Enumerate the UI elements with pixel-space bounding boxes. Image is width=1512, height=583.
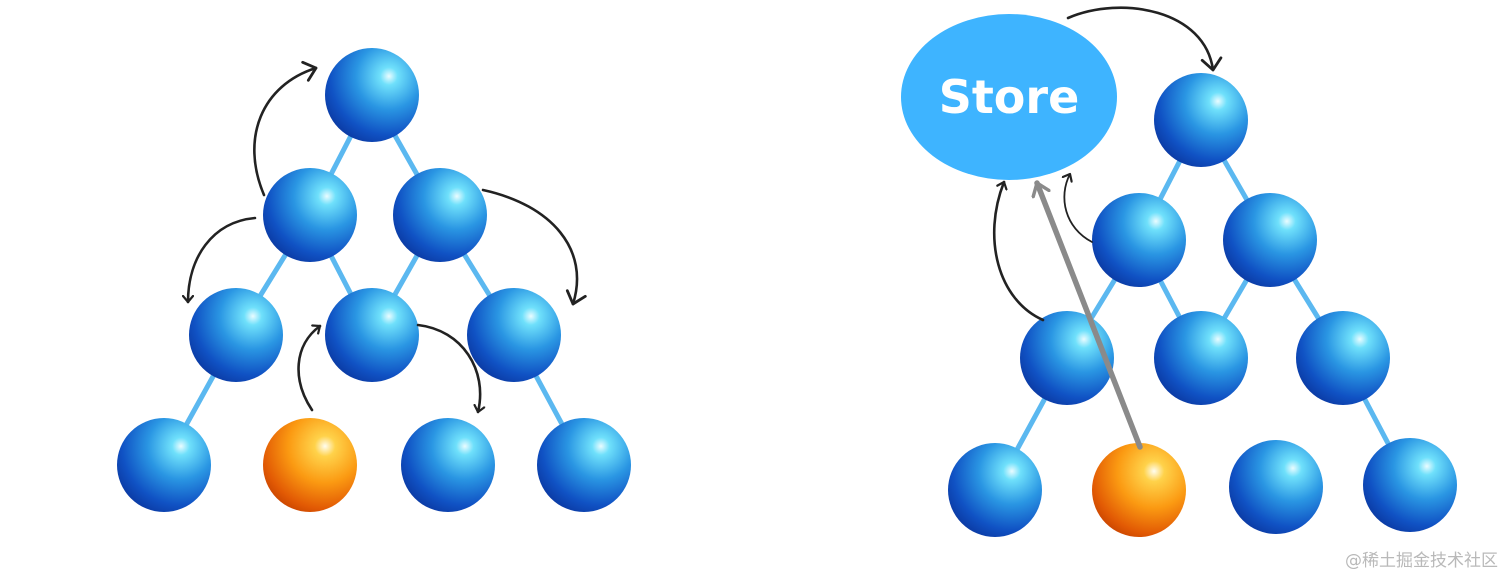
right-tree-arrows bbox=[992, 6, 1223, 450]
tree-node bbox=[401, 418, 495, 512]
tree-node bbox=[1154, 73, 1248, 167]
prop-arrow-up bbox=[297, 326, 322, 412]
right-tree-nodes bbox=[948, 73, 1457, 537]
tree-node bbox=[948, 443, 1042, 537]
tree-node bbox=[325, 288, 419, 382]
watermark: @稀土掘金技术社区 bbox=[1345, 551, 1498, 571]
tree-node bbox=[117, 418, 211, 512]
tree-node bbox=[1296, 311, 1390, 405]
tree-node bbox=[263, 168, 357, 262]
store-notify-arrow bbox=[1066, 6, 1223, 72]
tree-node bbox=[325, 48, 419, 142]
store-update-arrow bbox=[1037, 180, 1143, 450]
left-tree-nodes bbox=[117, 48, 631, 512]
prop-arrow-down bbox=[481, 188, 587, 306]
left-tree-edges bbox=[161, 92, 587, 468]
tree-node bbox=[189, 288, 283, 382]
source-node-orange bbox=[1092, 443, 1186, 537]
store: Store bbox=[901, 14, 1117, 180]
tree-node bbox=[537, 418, 631, 512]
store-ellipse bbox=[901, 14, 1117, 180]
tree-node bbox=[1229, 440, 1323, 534]
prop-arrow-down bbox=[188, 216, 257, 304]
right-tree-edges bbox=[992, 117, 1413, 493]
tree-node bbox=[1154, 311, 1248, 405]
tree-node bbox=[1223, 193, 1317, 287]
tree-node bbox=[467, 288, 561, 382]
left-tree bbox=[117, 48, 631, 512]
prop-arrow-down bbox=[416, 323, 480, 414]
store-label: Store bbox=[939, 70, 1080, 124]
right-tree: Store bbox=[901, 6, 1457, 537]
source-node-orange bbox=[263, 418, 357, 512]
tree-node bbox=[393, 168, 487, 262]
tree-node bbox=[1092, 193, 1186, 287]
prop-arrow-up bbox=[253, 60, 318, 197]
tree-node bbox=[1020, 311, 1114, 405]
store-read-arrow bbox=[992, 180, 1045, 322]
left-tree-arrows bbox=[188, 60, 587, 414]
store-read-arrow bbox=[1064, 174, 1093, 243]
tree-node bbox=[1363, 438, 1457, 532]
